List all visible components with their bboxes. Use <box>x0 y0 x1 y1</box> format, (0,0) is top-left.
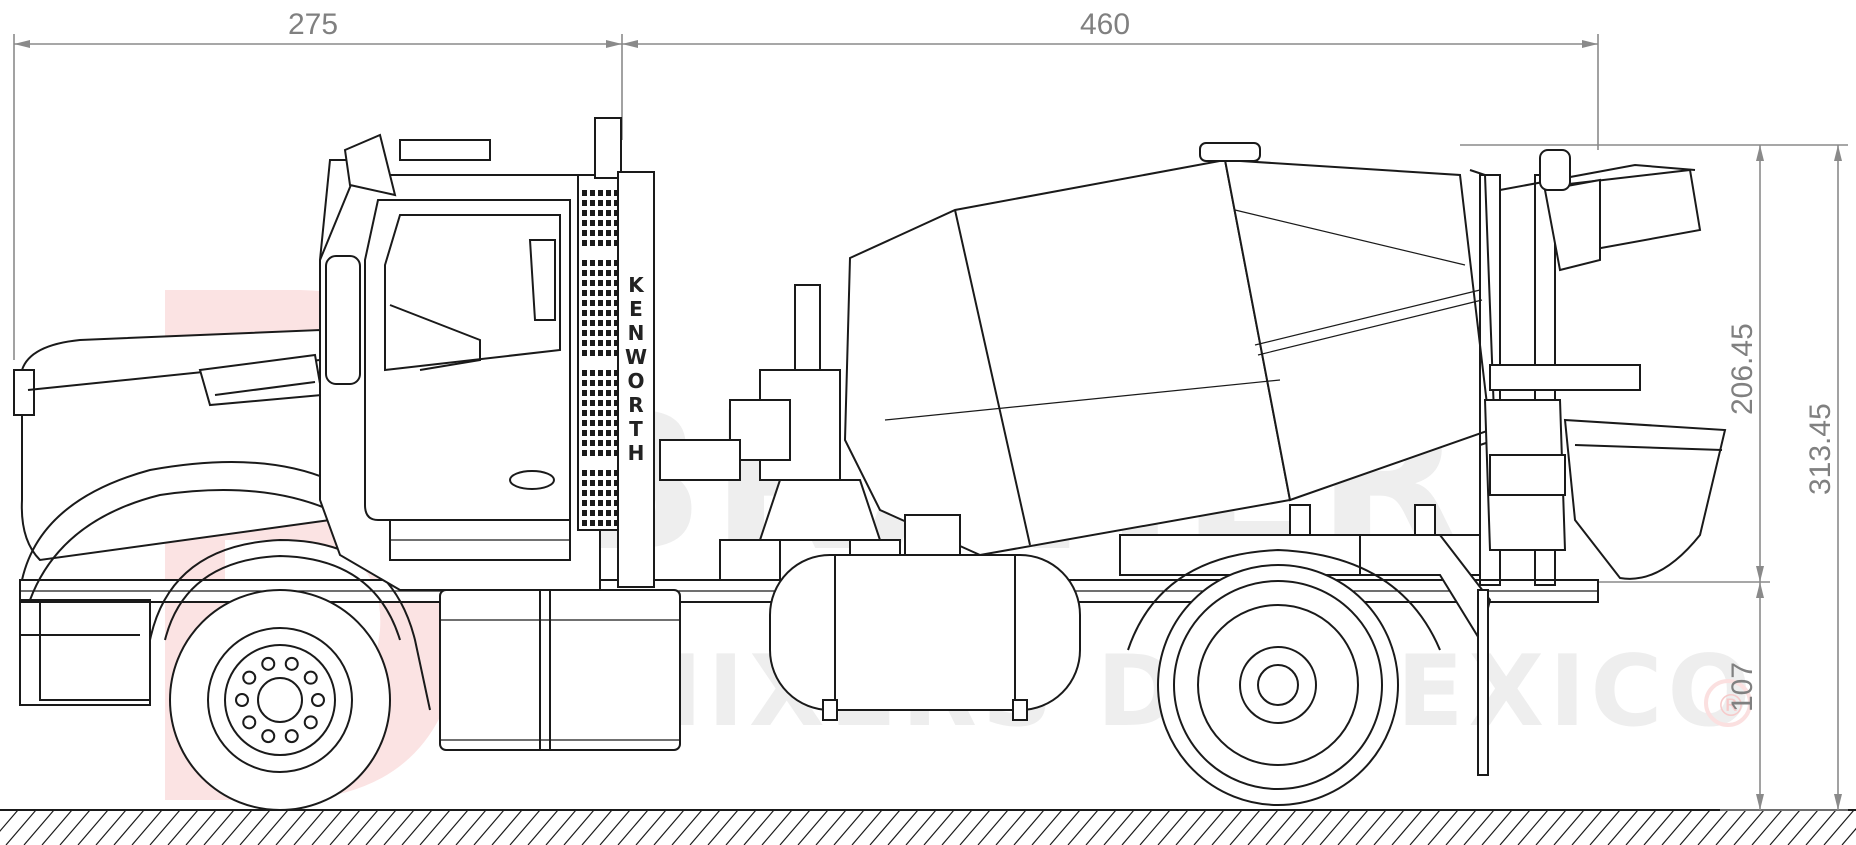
drum-drive-motor <box>659 284 961 581</box>
loading-hopper <box>1543 178 1601 272</box>
fuel-tank-front <box>439 589 681 751</box>
rear-pedestal <box>1119 149 1702 643</box>
dim-cab-length: 275 <box>288 8 338 41</box>
cab-roof-marker <box>343 133 397 197</box>
front-wheel <box>169 589 391 811</box>
dim-drum-height: 206.45 <box>1726 323 1759 415</box>
water-valve <box>1539 149 1571 191</box>
kenworth-letter: H <box>628 441 645 465</box>
air-tank-cylinder <box>769 554 1081 721</box>
cab-roof-light-bar <box>399 139 491 161</box>
front-mirror-bracket <box>13 369 35 416</box>
dim-chassis-height: 107 <box>1726 662 1759 712</box>
truck-hood <box>13 328 431 711</box>
kenworth-letter: W <box>625 345 647 369</box>
dim-total-height: 313.45 <box>1804 403 1837 495</box>
rear-mudflap <box>1477 589 1489 776</box>
kenworth-letter: O <box>627 369 644 393</box>
kenworth-letter: N <box>628 321 645 345</box>
registered-mark: ® <box>1716 689 1746 724</box>
kenworth-letter: R <box>628 393 643 417</box>
side-mirror <box>325 255 361 385</box>
kenworth-letter: T <box>629 417 643 441</box>
kenworth-letter: E <box>629 297 643 321</box>
drum-top-hatch <box>1199 142 1261 162</box>
dim-body-length: 460 <box>1080 8 1130 41</box>
discharge-chute <box>1563 418 1727 580</box>
cab-badge <box>509 470 555 490</box>
dimension-lines: 275 460 206.45 313.45 107 <box>13 8 1848 811</box>
rear-wheel <box>1157 564 1399 806</box>
front-bumper <box>19 599 151 706</box>
kenworth-letter: K <box>628 273 645 297</box>
cab-window <box>384 214 561 372</box>
ground-hatch <box>0 809 1856 845</box>
rear-fender <box>1127 548 1441 651</box>
kenworth-pillar <box>617 171 655 588</box>
registered-circle <box>1704 679 1752 727</box>
truck-cab <box>319 133 619 591</box>
